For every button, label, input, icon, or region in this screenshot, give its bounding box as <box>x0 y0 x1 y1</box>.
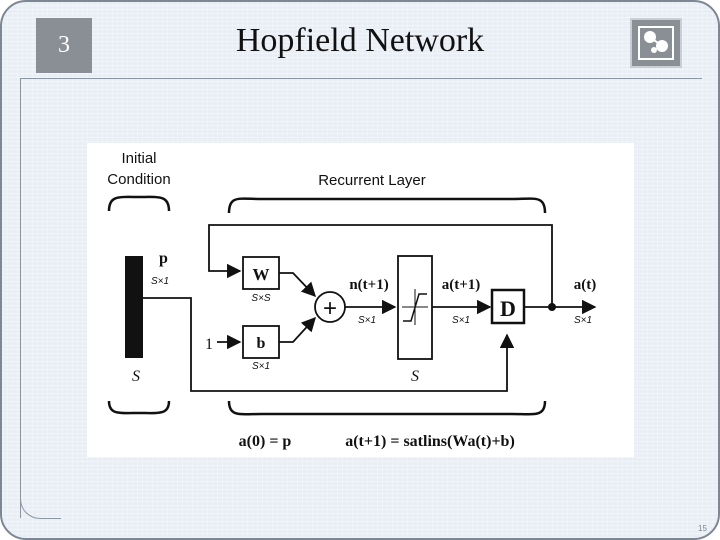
input-p-label: p <box>159 250 168 267</box>
recurrent-brace-bottom <box>227 400 547 416</box>
weight-W-label: W <box>253 265 270 284</box>
bias-b-label: b <box>257 335 266 352</box>
input-p-bar <box>125 256 143 358</box>
atom-logo-icon <box>630 18 682 68</box>
input-p-dim: S×1 <box>151 276 169 287</box>
slide-number: 3 <box>36 18 92 73</box>
left-rule <box>20 78 21 518</box>
title-divider <box>20 78 702 79</box>
equation-recurrent: a(t+1) = satlins(Wa(t)+b) <box>345 433 515 450</box>
net-dim: S×1 <box>358 315 376 326</box>
transfer-S-label: S <box>411 368 419 385</box>
hopfield-diagram: Initial Condition Recurrent Layer p S×1 … <box>87 143 634 457</box>
bias-input-one: 1 <box>205 336 213 353</box>
output-junction-dot <box>548 303 556 311</box>
a-next-dim: S×1 <box>452 315 470 326</box>
bias-b-dim: S×1 <box>252 361 270 372</box>
logo-frame <box>638 26 674 60</box>
recurrent-layer-label: Recurrent Layer <box>318 172 426 189</box>
logo-glyph <box>644 31 668 53</box>
initial-brace-top <box>107 195 171 212</box>
diagram-canvas: Initial Condition Recurrent Layer p S×1 … <box>107 150 597 450</box>
p-line <box>143 297 515 392</box>
bottom-corner-ornament <box>20 488 61 519</box>
delay-D-label: D <box>500 296 516 321</box>
recurrent-brace-top <box>227 197 547 214</box>
input-S-label: S <box>132 368 140 385</box>
weight-W-dim: S×S <box>251 293 271 304</box>
initial-condition-label-1: Initial <box>121 150 156 167</box>
feedback-line <box>208 224 553 307</box>
output-dim: S×1 <box>574 315 592 326</box>
slide-title: Hopfield Network <box>235 22 485 59</box>
net-label: n(t+1) <box>349 277 388 293</box>
W-to-summer-line <box>279 272 316 298</box>
initial-brace-bottom <box>107 400 171 415</box>
weight-W-box <box>242 256 280 290</box>
b-to-summer-line <box>279 316 316 343</box>
a-next-label: a(t+1) <box>442 277 481 293</box>
initial-condition-label-2: Condition <box>107 171 170 188</box>
summer-symbol: + <box>323 295 337 322</box>
output-label: a(t) <box>574 277 597 293</box>
equation-initial: a(0) = p <box>239 433 292 450</box>
corner-note: 15 <box>698 524 707 533</box>
